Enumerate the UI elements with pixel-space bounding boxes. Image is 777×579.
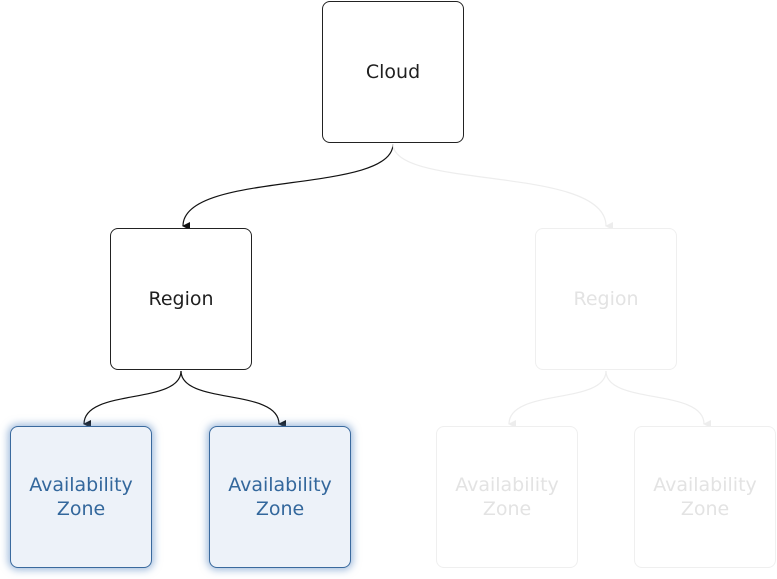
availability-zone-label: Availability Zone <box>29 474 133 520</box>
availability-zone-node-3[interactable]: Availability Zone <box>436 426 578 568</box>
region-node-2[interactable]: Region <box>535 228 677 370</box>
cloud-node-label: Cloud <box>365 61 421 83</box>
region-node-label: Region <box>148 288 214 310</box>
edge-region-2-to-az-3 <box>508 370 607 429</box>
availability-zone-label: Availability Zone <box>653 474 757 520</box>
cloud-node[interactable]: Cloud <box>322 1 464 143</box>
region-node-label: Region <box>573 288 639 310</box>
availability-zone-label: Availability Zone <box>228 474 332 520</box>
availability-zone-node-4[interactable]: Availability Zone <box>634 426 776 568</box>
edge-cloud-to-region-1 <box>182 143 394 231</box>
availability-zone-node-2[interactable]: Availability Zone <box>209 426 351 568</box>
edge-region-1-to-az-1 <box>83 370 182 429</box>
edge-cloud-to-region-2 <box>392 143 614 230</box>
availability-zone-node-1[interactable]: Availability Zone <box>10 426 152 568</box>
region-node-1[interactable]: Region <box>110 228 252 370</box>
availability-zone-label: Availability Zone <box>455 474 559 520</box>
edge-region-1-to-az-2 <box>180 370 287 428</box>
edge-region-2-to-az-4 <box>605 370 712 428</box>
